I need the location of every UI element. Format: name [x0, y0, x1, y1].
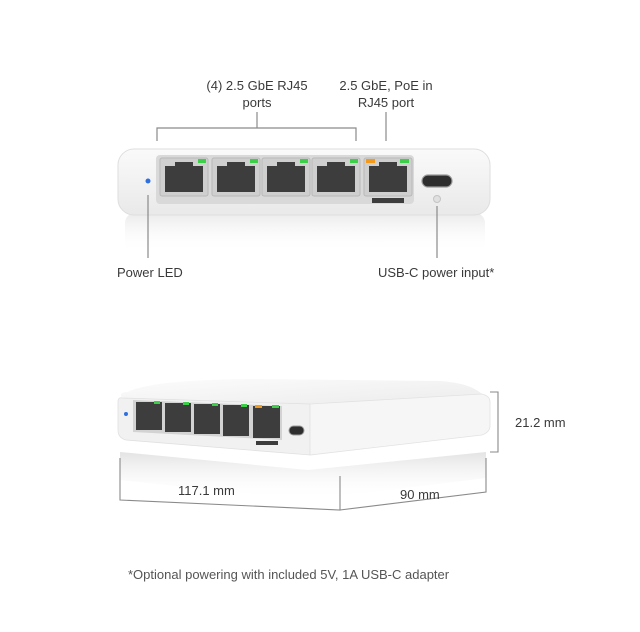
- rj45-port-2: [211, 157, 261, 197]
- rj45-port-1: [159, 157, 209, 197]
- width-dimension-line: [119, 458, 341, 511]
- depth-dimension-label: 90 mm: [400, 487, 440, 502]
- angled-poe-label: [256, 441, 278, 445]
- port-led-orange: [366, 159, 375, 163]
- poe-port-callout-line2: RJ45 port: [357, 95, 415, 110]
- port-led-green: [212, 403, 218, 406]
- port-led-green: [350, 159, 358, 163]
- height-dimension-bracket: [490, 391, 499, 453]
- port-led-green: [241, 404, 247, 407]
- power-led: [145, 178, 151, 184]
- angled-port-2: [165, 403, 191, 432]
- port-led-green: [183, 402, 189, 405]
- device-reflection: [125, 213, 485, 253]
- footnote: *Optional powering with included 5V, 1A …: [128, 567, 450, 582]
- rj45-ports-callout-line1: (4) 2.5 GbE RJ45: [206, 78, 308, 93]
- rj45-port-4: [311, 157, 361, 197]
- height-dimension-label: 21.2 mm: [515, 415, 566, 430]
- angled-power-led: [124, 412, 128, 416]
- dimension-lines: [119, 391, 499, 511]
- port-led-green: [250, 159, 258, 163]
- port-led-orange: [255, 405, 262, 408]
- usbc-input-label: USB-C power input*: [378, 265, 495, 280]
- poe-port-callout: 2.5 GbE, PoE in RJ45 port: [330, 77, 442, 111]
- width-dimension-label: 117.1 mm: [178, 483, 235, 498]
- angled-port-4: [223, 405, 249, 436]
- device-angled-view: [117, 379, 491, 500]
- angled-usbc-port: [288, 425, 305, 436]
- rj45-port-3: [261, 157, 311, 197]
- poe-port-callout-line1: 2.5 GbE, PoE in: [339, 78, 433, 93]
- callout-lines: [147, 112, 438, 258]
- port-led-green: [272, 405, 279, 408]
- reset-button: [433, 195, 441, 203]
- angled-poe-port: [253, 406, 280, 438]
- depth-dimension-line: [339, 458, 487, 511]
- power-led-label: Power LED: [117, 265, 183, 280]
- angled-port-1: [136, 402, 162, 430]
- rj45-poe-port: [363, 157, 413, 203]
- rj45-bracket: [156, 127, 357, 141]
- angled-reflection: [120, 452, 486, 500]
- device-front-view: [117, 148, 491, 253]
- angled-side-face: [309, 393, 491, 456]
- angled-port-3: [194, 404, 220, 434]
- angled-ports: [133, 400, 282, 445]
- rj45-ports-callout-line2: ports: [242, 95, 272, 110]
- port-led-green: [154, 401, 160, 404]
- poe-label-plate: [372, 198, 404, 203]
- port-led-green: [198, 159, 206, 163]
- angled-top-surface: [120, 379, 482, 404]
- usbc-port: [421, 174, 453, 188]
- port-led-green: [300, 159, 308, 163]
- port-led-green: [400, 159, 409, 163]
- rj45-ports-callout: (4) 2.5 GbE RJ45 ports: [190, 77, 324, 111]
